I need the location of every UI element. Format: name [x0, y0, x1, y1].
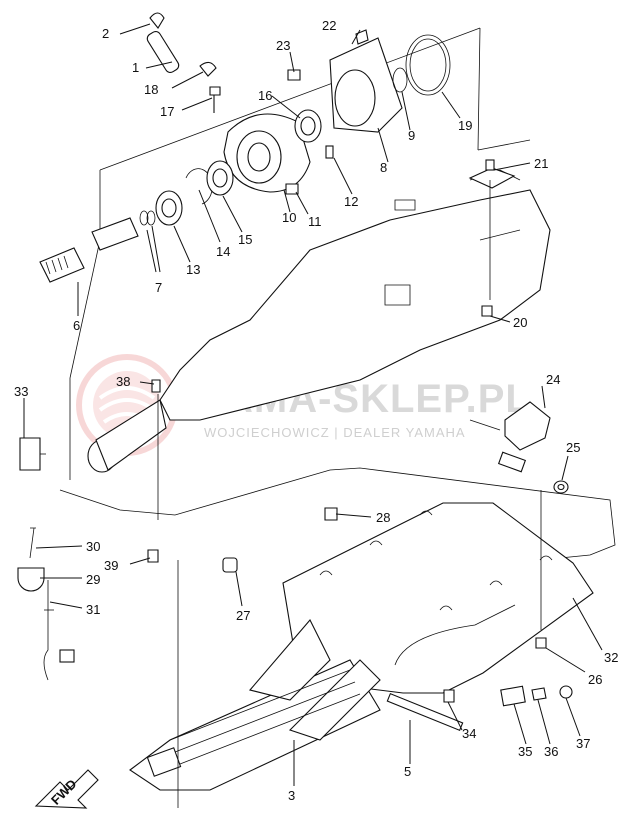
callout-22: 22	[322, 18, 336, 33]
callout-20: 20	[513, 315, 527, 330]
callout-38: 38	[116, 374, 130, 389]
callout-1: 1	[132, 60, 139, 75]
callout-9: 9	[408, 128, 415, 143]
callout-33: 32	[604, 650, 618, 665]
callout-21: 21	[534, 156, 548, 171]
callout-31: 31	[86, 602, 100, 617]
callout-36: 36	[544, 744, 558, 759]
callout-35: 35	[518, 744, 532, 759]
callout-13: 13	[186, 262, 200, 277]
callout-25: 25	[566, 440, 580, 455]
callout-39: 39	[104, 558, 118, 573]
callout-7: 7	[155, 280, 162, 295]
callout-17: 17	[160, 104, 174, 119]
callout-30: 30	[86, 539, 100, 554]
bottom-small-parts	[443, 685, 573, 707]
callout-24: 24	[546, 372, 560, 387]
callout-8: 8	[380, 160, 387, 175]
sensor-assembly	[469, 401, 569, 494]
callout-23: 23	[276, 38, 290, 53]
drive-shaft-assembly	[39, 12, 451, 283]
callout-18: 18	[144, 82, 158, 97]
callout-10: 10	[282, 210, 296, 225]
callout-11: 11	[308, 214, 322, 229]
fwd-arrow: FWD	[34, 769, 99, 809]
lower-assembly-frame	[59, 467, 616, 561]
callout-37: 37	[576, 736, 590, 751]
callout-27: 27	[236, 608, 250, 623]
callout-29: 29	[86, 572, 100, 587]
intake-duct-assembly	[87, 159, 551, 473]
upper-assembly-frame	[69, 27, 531, 480]
reference-lines	[157, 180, 542, 808]
watermark-subtitle: WOJCIECHOWICZ | DEALER YAMAHA	[204, 425, 466, 440]
callout-6: 6	[73, 318, 80, 333]
callout-3: 3	[288, 788, 295, 803]
callout-32: 33	[14, 384, 28, 399]
callout-19: 19	[458, 118, 472, 133]
intake-grate	[129, 619, 464, 791]
callout-34: 34	[462, 726, 476, 741]
callout-5: 5	[404, 764, 411, 779]
callout-26: 26	[588, 672, 602, 687]
callout-15: 15	[238, 232, 252, 247]
callout-12: 12	[344, 194, 358, 209]
left-small-parts	[17, 437, 75, 681]
callout-28: 28	[376, 510, 390, 525]
callout-labels: 2 1 18 17 6 7 13 14 15 16 10 11 12 8 9 1…	[14, 18, 618, 803]
ride-plate	[147, 502, 594, 694]
callout-2: 2	[102, 26, 109, 41]
callout-16: 16	[258, 88, 272, 103]
callout-leaders	[23, 23, 603, 786]
callout-14: 14	[216, 244, 230, 259]
